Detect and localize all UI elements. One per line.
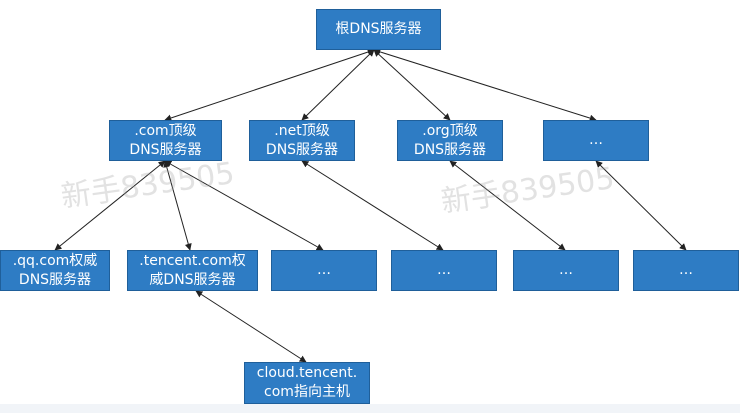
com-tld-label-line2: DNS服务器 <box>129 141 202 158</box>
edge-tencent-cloud <box>195 290 307 363</box>
edge-com-sub1 <box>164 160 324 251</box>
edge-root-tld-more <box>373 48 597 122</box>
edge-root-com <box>164 48 375 122</box>
bottom-border-strip <box>0 404 740 413</box>
other-tld-server-node: … <box>543 120 649 161</box>
other-second-level-node-4: … <box>633 250 739 291</box>
other-second-level-node-2: … <box>391 250 497 291</box>
root-dns-server-node: 根DNS服务器 <box>316 9 441 50</box>
net-tld-label-line1: .net顶级 <box>274 122 330 139</box>
tencent-authoritative-server-node: .tencent.com权 威DNS服务器 <box>127 250 258 291</box>
other-second-level-node-3: … <box>513 250 619 291</box>
edge-net-sub2 <box>301 160 444 251</box>
qq-label-line1: .qq.com权威 <box>12 252 98 269</box>
cloud-host-label-line1: cloud.tencent. <box>256 365 358 381</box>
org-tld-label-line1: .org顶级 <box>422 122 478 139</box>
root-dns-server-label: 根DNS服务器 <box>335 21 422 37</box>
qq-label-line2: DNS服务器 <box>18 271 92 288</box>
other-second-level-label-4: … <box>679 262 693 278</box>
com-tld-label-line1: .com顶级 <box>134 122 197 139</box>
other-second-level-label-3: … <box>559 262 573 278</box>
tencent-label-line1: .tencent.com权 <box>139 252 246 269</box>
other-second-level-node-1: … <box>271 250 377 291</box>
net-tld-label-line2: DNS服务器 <box>265 141 339 158</box>
edge-com-qq <box>54 160 166 251</box>
edge-org-sub3 <box>449 160 566 251</box>
edge-root-org <box>373 49 451 121</box>
other-second-level-label-1: … <box>317 262 331 278</box>
org-tld-server-node: .org顶级 DNS服务器 <box>397 120 503 161</box>
edge-com-tencent <box>163 160 192 251</box>
edge-tld-more-sub4 <box>595 160 687 251</box>
com-tld-server-node: .com顶级 DNS服务器 <box>109 120 222 161</box>
qq-authoritative-server-node: .qq.com权威 DNS服务器 <box>0 250 110 291</box>
tencent-label-line2: 威DNS服务器 <box>149 271 236 288</box>
cloud-host-node: cloud.tencent. com指向主机 <box>244 362 370 404</box>
cloud-host-label-line2: com指向主机 <box>264 384 350 400</box>
edge-root-net <box>301 49 375 121</box>
other-second-level-label-2: … <box>437 262 451 278</box>
org-tld-label-line2: DNS服务器 <box>413 141 487 158</box>
net-tld-server-node: .net顶级 DNS服务器 <box>249 120 355 161</box>
other-tld-label: … <box>589 132 603 148</box>
